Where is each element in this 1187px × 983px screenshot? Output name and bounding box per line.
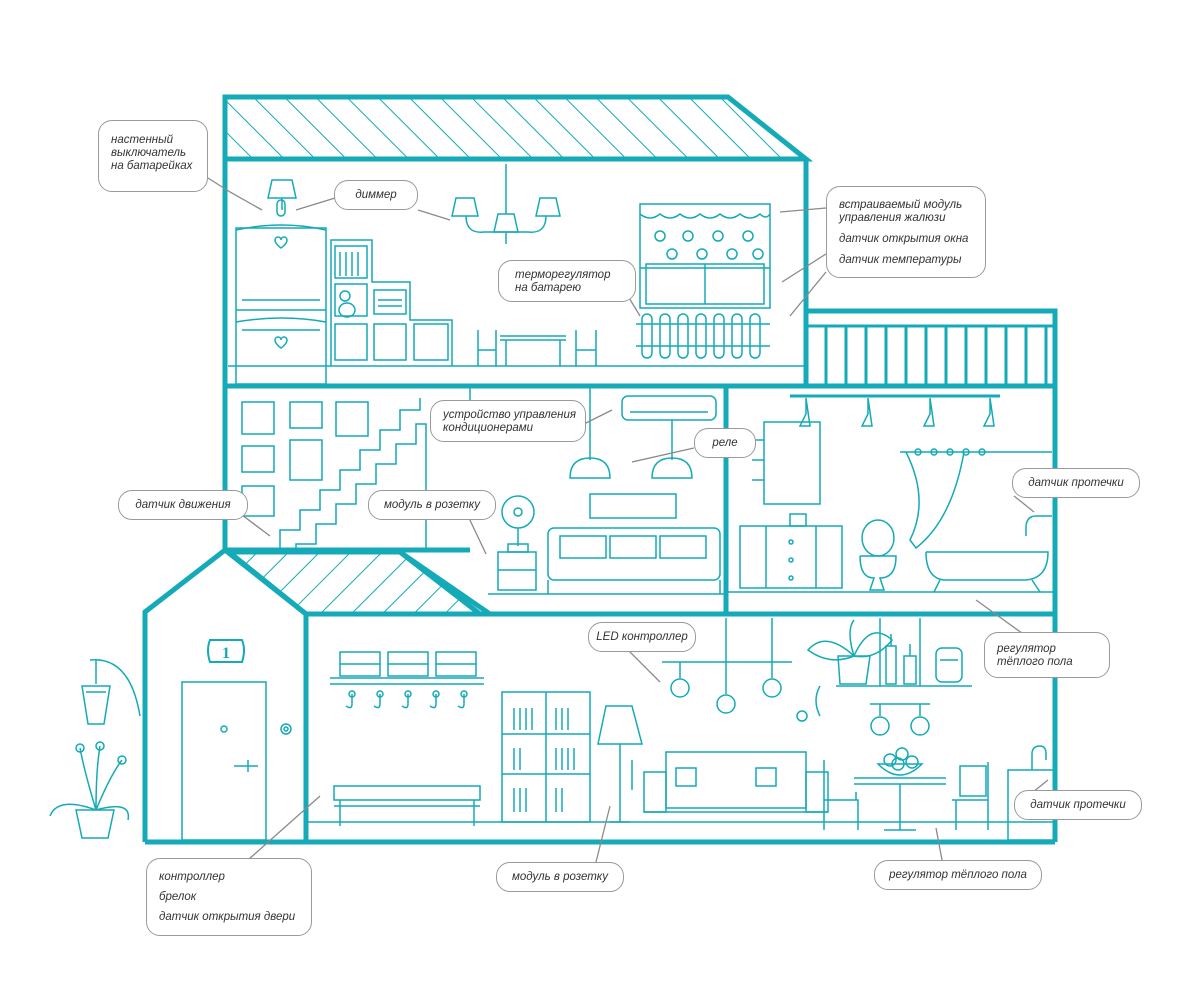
callout-floor-heating-bath-line-1: регулятор: [997, 643, 1056, 655]
callout-motion-sensor-text: датчик движения: [135, 498, 231, 511]
callout-dimmer: диммер: [334, 180, 418, 210]
house-number-plate: 1: [207, 639, 245, 663]
callout-led-controller-text: LED контроллер: [596, 630, 688, 643]
house-number: 1: [222, 645, 230, 662]
callout-floor-heating-bath-line-2: тёплого пола: [997, 656, 1073, 668]
callout-ac-control: устройство управления кондиционерами: [430, 400, 586, 442]
callout-leak-sensor-bath-text: датчик протечки: [1028, 476, 1124, 489]
callout-ac-control-line-1: устройство управления: [443, 409, 577, 421]
callout-relay: реле: [694, 428, 756, 458]
callout-plug-module-fan-text: модуль в розетку: [384, 498, 480, 511]
callout-blinds-line-3: датчик открытия окна: [839, 233, 969, 245]
callout-floor-heating-kitchen-text: регулятор тёплого пола: [889, 868, 1027, 881]
callout-wall-switch-line-1: настенный: [111, 134, 173, 146]
callout-plug-module-lamp: модуль в розетку: [496, 862, 624, 892]
bathroom-furniture: [739, 394, 1052, 593]
callout-blinds-line-2: управления жалюзи: [839, 212, 946, 224]
callout-floor-heating-bath: регулятор тёплого пола: [984, 632, 1110, 678]
callout-plug-module-lamp-text: модуль в розетку: [512, 870, 608, 883]
callout-leak-sensor-kitchen: датчик протечки: [1014, 790, 1142, 820]
callout-wall-switch-line-2: выключатель: [111, 147, 186, 159]
callout-radiator-thermostat-line-1: терморегулятор: [515, 269, 611, 281]
callout-motion-sensor: датчик движения: [118, 490, 248, 520]
callout-wall-switch-line-3: на батарейках: [111, 160, 193, 172]
callout-ac-control-line-2: кондиционерами: [443, 422, 534, 434]
callout-radiator-thermostat-line-2: на батарею: [515, 282, 582, 294]
callout-relay-text: реле: [712, 436, 738, 449]
callout-leak-sensor-bath: датчик протечки: [1012, 468, 1140, 498]
house-structure: [142, 94, 1058, 845]
middle-floor-furniture: [241, 388, 721, 594]
balcony-railing: [824, 326, 1048, 386]
callout-entrance-line-3: датчик открытия двери: [159, 911, 296, 923]
room-floor-lines: [228, 365, 1053, 823]
callout-blinds-line-4: датчик температуры: [839, 254, 962, 266]
callout-plug-module-fan: модуль в розетку: [368, 490, 496, 520]
callout-entrance-line-2: брелок: [159, 891, 197, 903]
callout-led-controller: LED контроллер: [588, 622, 696, 652]
callout-wall-switch: настенный выключатель на батарейках: [98, 120, 208, 192]
callout-blinds: встраиваемый модуль управления жалюзи да…: [826, 186, 986, 278]
callout-dimmer-text: диммер: [355, 188, 397, 201]
callout-entrance: контроллер брелок датчик открытия двери: [146, 858, 312, 936]
callout-floor-heating-kitchen: регулятор тёплого пола: [874, 860, 1042, 890]
callout-leak-sensor-kitchen-text: датчик протечки: [1030, 798, 1126, 811]
ground-floor-furniture: [49, 618, 1055, 841]
bedroom-furniture: [235, 164, 771, 385]
callout-radiator-thermostat: терморегулятор на батарею: [498, 260, 636, 302]
callout-entrance-line-1: контроллер: [159, 871, 225, 883]
callout-blinds-line-1: встраиваемый модуль: [839, 199, 963, 211]
